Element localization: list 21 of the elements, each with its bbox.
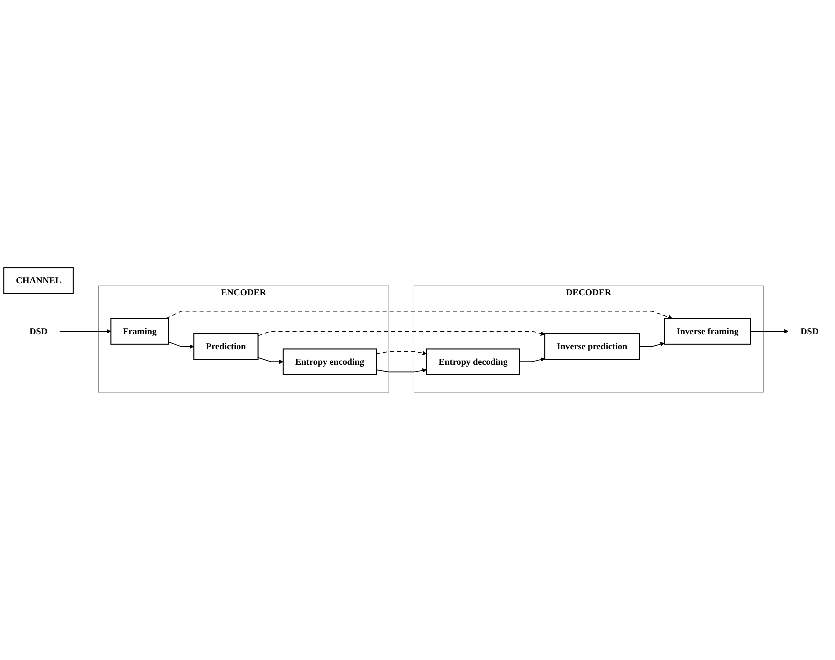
arrow (59, 329, 112, 334)
arrow (166, 310, 673, 320)
node-text: DSD (30, 326, 48, 336)
node-box (544, 333, 640, 360)
cluster (414, 286, 764, 392)
arrow (520, 357, 546, 362)
node-text: DSD (800, 326, 819, 336)
arrow (258, 357, 284, 364)
node-box (426, 348, 520, 376)
node-box (110, 318, 170, 345)
arrow (376, 350, 427, 356)
arrow (258, 330, 546, 336)
arrow (376, 368, 427, 373)
node-box (4, 267, 74, 294)
cluster (98, 286, 390, 392)
node-box (194, 333, 259, 360)
arrow (168, 342, 194, 349)
node-box (664, 318, 752, 345)
node-box (282, 348, 378, 376)
arrow (639, 342, 665, 347)
arrow (750, 329, 789, 334)
